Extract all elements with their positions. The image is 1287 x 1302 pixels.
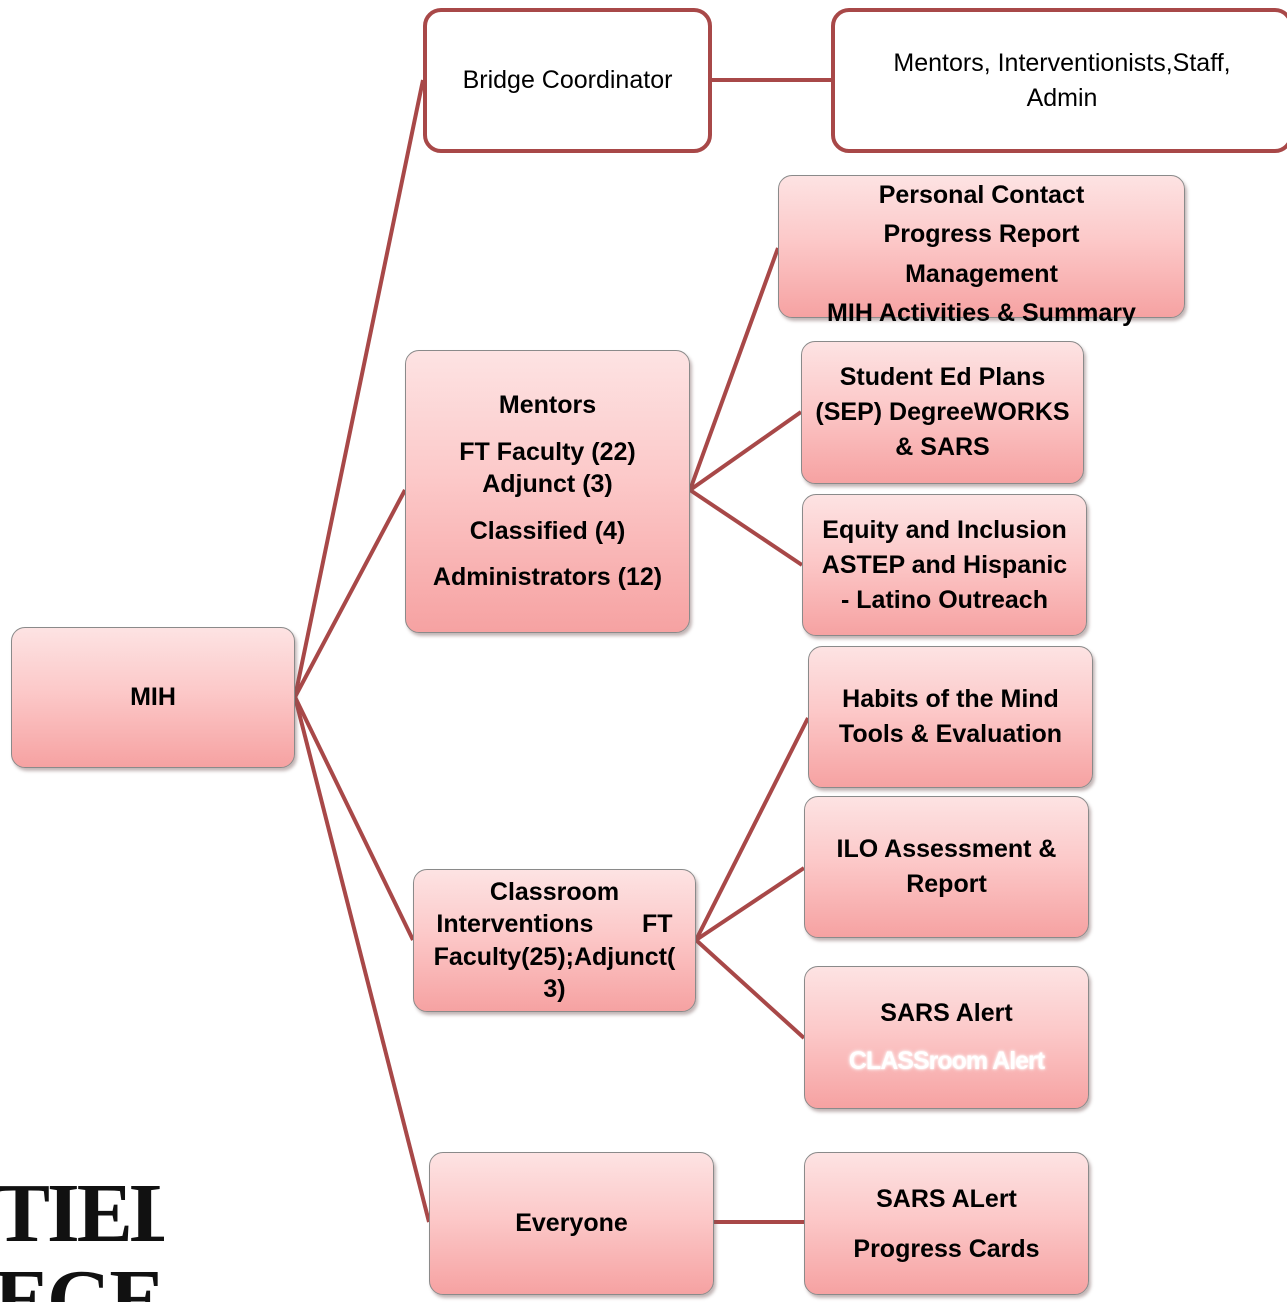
connector-mih-mentors <box>293 489 407 698</box>
node-mentors-line-1: Mentors <box>498 391 597 420</box>
connector-mentors-personal <box>688 247 780 491</box>
node-habits-of-mind: Habits of the Mind Tools & Evaluation <box>808 646 1093 788</box>
logo-line-2: EGE <box>0 1253 164 1302</box>
node-student-ed-plans-line-2: (SEP) DegreeWORKS <box>815 398 1070 426</box>
node-equity-inclusion-line-3: - Latino Outreach <box>841 585 1048 614</box>
node-sars-alert-cards-line-1: SARS ALert <box>876 1184 1017 1213</box>
connector-mih-classroom <box>293 696 415 941</box>
node-mentors-interventionists-line-1: Mentors, Interventionists,Staff, <box>893 48 1231 77</box>
node-ilo-assessment-line-2: Report <box>906 870 987 898</box>
node-ilo-assessment: ILO Assessment & Report <box>804 796 1089 938</box>
node-mentors-line-2: FT Faculty (22) <box>459 437 636 466</box>
node-classroom-interventions-line-1: Classroom <box>489 877 620 906</box>
node-sars-alert-cards-line-2: Progress Cards <box>853 1234 1040 1263</box>
node-mih: MIH <box>11 627 295 768</box>
node-student-ed-plans: Student Ed Plans (SEP) DegreeWORKS & SAR… <box>801 341 1084 484</box>
node-mentors: Mentors FT Faculty (22) Adjunct (3) Clas… <box>405 350 690 633</box>
node-classroom-interventions-line-3: Faculty(25);Adjunct( <box>433 942 676 971</box>
node-classroom-interventions-line-2: Interventions FT <box>436 910 673 938</box>
node-personal-contact-line-4: MIH Activities & Summary <box>827 298 1136 327</box>
node-bridge-coordinator-line-1: Bridge Coordinator <box>462 66 673 95</box>
connector-mentors-sep <box>688 410 803 492</box>
node-sars-alert-line-1: SARS Alert <box>880 999 1013 1027</box>
node-classroom-interventions: Classroom Interventions FT Faculty(25);A… <box>413 869 696 1012</box>
node-equity-inclusion-line-2: ASTEP and Hispanic <box>821 550 1068 579</box>
node-personal-contact: Personal Contact Progress Report Managem… <box>778 175 1185 327</box>
connector-mentors-equity <box>688 488 804 567</box>
node-mentors-line-4: Classified (4) <box>469 516 626 545</box>
node-sars-alert: SARS Alert CLASSroom Alert <box>804 966 1089 1109</box>
node-mentors-line-3: Adjunct (3) <box>482 470 613 499</box>
node-sars-alert-cards: SARS ALert Progress Cards <box>804 1152 1089 1295</box>
node-personal-contact-line-3: Management <box>905 259 1058 288</box>
college-logo: TIELD EGE <box>0 1172 164 1302</box>
node-student-ed-plans-line-3: & SARS <box>895 433 990 461</box>
node-mentors-interventionists-line-2: Admin <box>1026 83 1098 112</box>
node-everyone: Everyone <box>429 1152 714 1295</box>
node-student-ed-plans-line-1: Student Ed Plans <box>839 363 1046 391</box>
node-bridge-coordinator: Bridge Coordinator <box>423 8 712 153</box>
connector-classroom-ilo <box>694 866 806 942</box>
node-mentors-interventionists: Mentors, Interventionists,Staff, Admin <box>831 8 1287 153</box>
connector-classroom-habits <box>694 717 810 941</box>
node-mih-line-1: MIH <box>130 683 176 712</box>
logo-line-1: TIELD <box>0 1172 164 1260</box>
connector-classroom-sars <box>694 938 806 1040</box>
node-personal-contact-line-2: Progress Report <box>883 220 1080 249</box>
node-equity-inclusion: Equity and Inclusion ASTEP and Hispanic … <box>802 494 1087 636</box>
node-mentors-line-5: Administrators (12) <box>432 563 663 592</box>
node-equity-inclusion-line-1: Equity and Inclusion <box>822 515 1067 544</box>
node-sars-alert-classroom-alert: CLASSroom Alert <box>848 1046 1045 1075</box>
node-ilo-assessment-line-1: ILO Assessment & <box>836 835 1057 863</box>
node-everyone-line-1: Everyone <box>515 1209 628 1238</box>
node-habits-of-mind-line-2: Tools & Evaluation <box>838 720 1063 748</box>
connector-mih-everyone <box>293 696 431 1223</box>
node-habits-of-mind-line-1: Habits of the Mind <box>842 685 1059 713</box>
connector-mih-bridge <box>293 79 425 698</box>
node-classroom-interventions-line-4: 3) <box>543 975 566 1003</box>
node-personal-contact-line-1: Personal Contact <box>878 181 1085 209</box>
